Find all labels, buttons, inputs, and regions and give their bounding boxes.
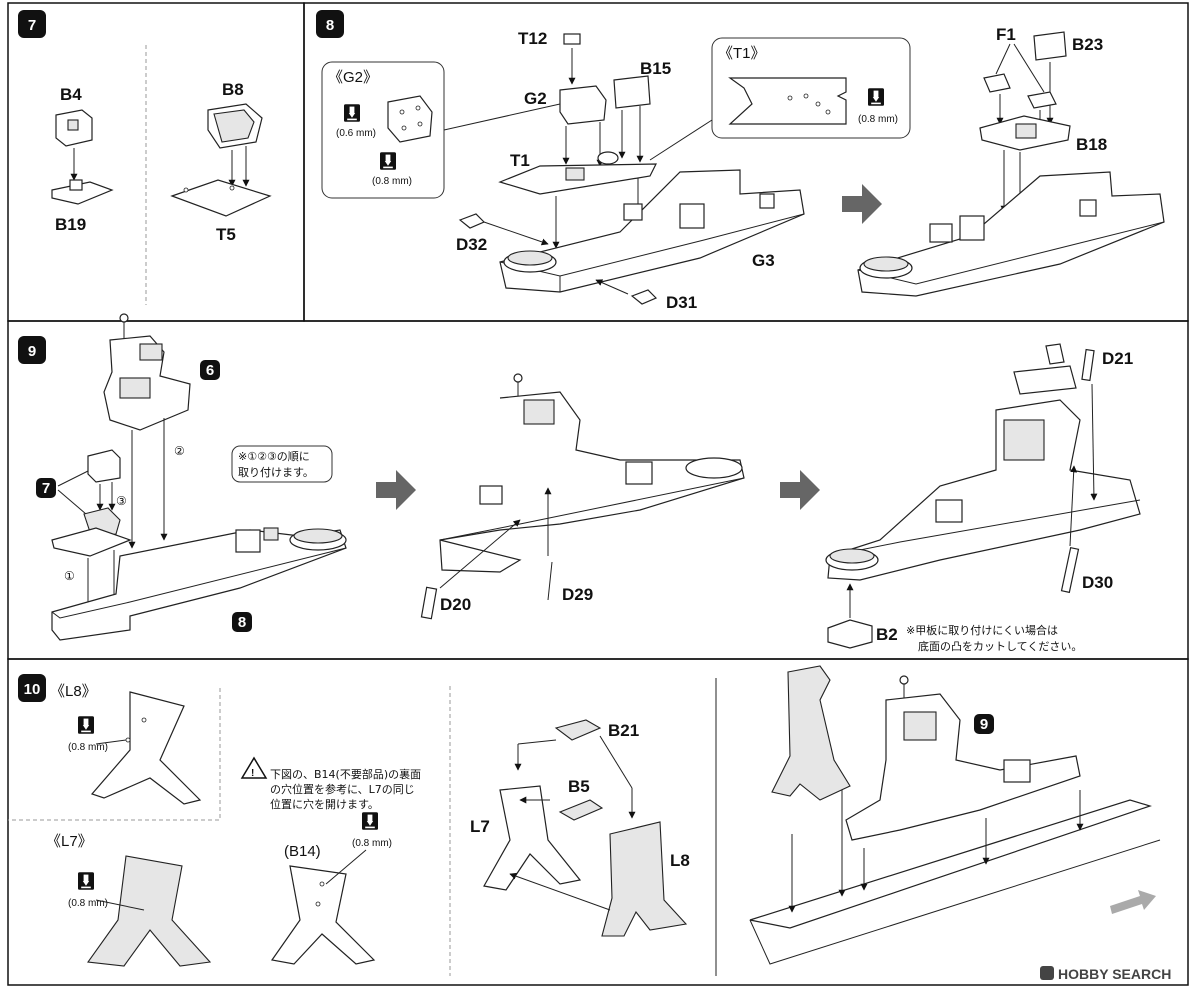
part-label-b19: B19: [55, 215, 86, 234]
g2-drill-06: (0.6 mm): [336, 128, 376, 139]
step-8: 8 《G2》 (0.6 mm) (0.8 mm) 《T1》 (0.8 mm) T…: [316, 10, 1165, 312]
part-label-g2: G2: [524, 89, 547, 108]
part-label-t5: T5: [216, 225, 236, 244]
assembly-right: [825, 343, 1141, 581]
part-label-t1: T1: [510, 151, 530, 170]
part-label-b5: B5: [568, 777, 590, 796]
step-9: 9 6 ② ※①②③の順に 取り付けます。 7 ③ ①: [18, 313, 1141, 653]
order-note-box: [231, 445, 333, 483]
sub-badge-8: 8: [238, 614, 246, 631]
sub-badge-6: 6: [206, 362, 214, 379]
part-label-g3: G3: [752, 251, 775, 270]
drill-icon: [868, 88, 884, 106]
subassembly-6: [103, 313, 191, 431]
part-label-b2: B2: [876, 625, 898, 644]
part-label-b21: B21: [608, 721, 639, 740]
next-arrow: [842, 184, 882, 224]
l7-detail-title: 《L7》: [46, 833, 93, 850]
assembly-middle: [439, 373, 745, 573]
step-10: 10 《L8》 (0.8 mm) 《L7》 (0.8 mm) ! 下図の、B14…: [8, 665, 1161, 976]
drill-icon: [344, 104, 360, 122]
l8-detail-title: 《L8》: [50, 683, 97, 700]
l7-drill-08: (0.8 mm): [68, 898, 108, 909]
next-arrow: [780, 470, 820, 510]
sub-badge-9: 9: [980, 716, 988, 733]
step-7: 7 B4 B19 B8 T5: [18, 10, 272, 305]
step-7-badge: [18, 10, 46, 38]
order-2: ②: [174, 444, 185, 458]
part-label-l7: L7: [470, 817, 490, 836]
panel-frames: [7, 2, 1189, 986]
hull-g3: [499, 169, 805, 293]
sub-badge-7: 7: [42, 480, 50, 497]
step-8-number: 8: [326, 17, 334, 34]
part-label-d29: D29: [562, 585, 593, 604]
t1-drill-08: (0.8 mm): [858, 114, 898, 125]
drill-icon: [78, 716, 94, 734]
b2-note-line2: 底面の凸をカットしてください。: [918, 639, 1082, 653]
step-10-number: 10: [24, 681, 41, 698]
hull-8: [51, 527, 347, 641]
drill-icon: [380, 152, 396, 170]
step-9-badge: [18, 336, 46, 364]
warn-line3: 位置に穴を開けます。: [270, 797, 379, 811]
hobby-search-logo-icon: [1040, 966, 1054, 980]
part-label-b8: B8: [222, 80, 244, 99]
hull-assembled-8: [857, 171, 1165, 297]
drill-icon: [78, 872, 94, 890]
l8-drill-08: (0.8 mm): [68, 742, 108, 753]
next-arrow: [376, 470, 416, 510]
step-8-badge: [316, 10, 344, 38]
part-label-b4: B4: [60, 85, 82, 104]
b2-note-line1: ※甲板に取り付けにくい場合は: [906, 623, 1058, 637]
g2-drill-08: (0.8 mm): [372, 176, 412, 187]
order-3: ③: [116, 494, 127, 508]
part-label-t12: T12: [518, 29, 547, 48]
step-9-number: 9: [28, 343, 36, 360]
step-10-badge: [18, 674, 46, 702]
part-label-l8: L8: [670, 851, 690, 870]
part-label-d30: D30: [1082, 573, 1113, 592]
part-label-d20: D20: [440, 595, 471, 614]
part-label-b23: B23: [1072, 35, 1103, 54]
part-label-d31: D31: [666, 293, 697, 312]
order-note-line2: 取り付けます。: [238, 466, 314, 479]
g2-detail-title: 《G2》: [328, 69, 378, 86]
t1-detail-title: 《T1》: [718, 45, 766, 62]
warn-line1: 下図の、B14(不要部品)の裏面: [270, 767, 421, 781]
warn-line2: の穴位置を参考に、L7の同じ: [270, 782, 415, 796]
watermark: HOBBY SEARCH: [1040, 966, 1171, 982]
warning-icon: [240, 756, 268, 779]
drill-icon: [362, 812, 378, 830]
order-note-line1: ※①②③の順に: [238, 450, 310, 463]
part-label-b15: B15: [640, 59, 671, 78]
order-1: ①: [64, 569, 75, 583]
b14-drill-08: (0.8 mm): [352, 838, 392, 849]
final-assembly: [749, 665, 1161, 965]
part-label-f1: F1: [996, 25, 1016, 44]
part-label-d21: D21: [1102, 349, 1133, 368]
warning-mark: !: [251, 768, 254, 779]
b14-label: (B14): [284, 843, 321, 860]
part-label-b18: B18: [1076, 135, 1107, 154]
watermark-text: HOBBY SEARCH: [1058, 966, 1171, 982]
part-label-d32: D32: [456, 235, 487, 254]
step-7-number: 7: [28, 17, 36, 34]
